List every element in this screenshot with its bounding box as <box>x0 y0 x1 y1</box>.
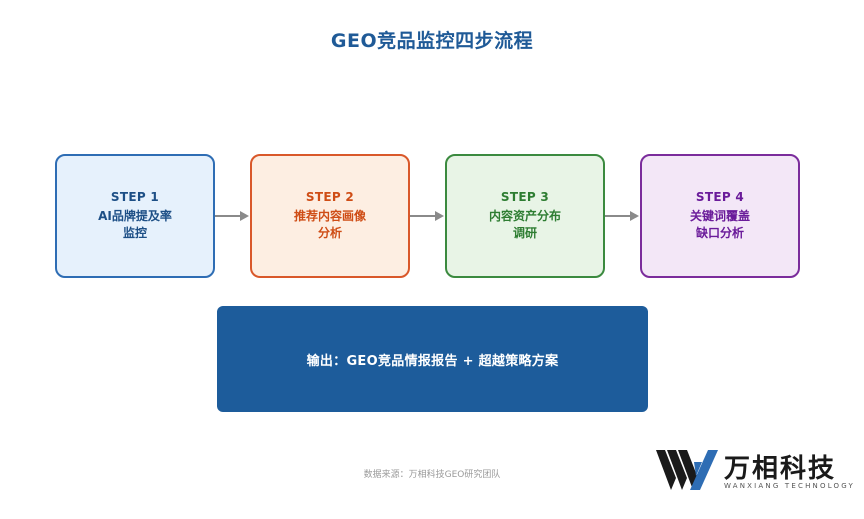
step-1-label-line1: AI品牌提及率 <box>98 209 172 223</box>
step-1-number: STEP 1 <box>110 190 160 204</box>
wanxiang-logo-icon <box>656 450 718 490</box>
step-3-number: STEP 3 <box>500 190 550 204</box>
step-4-label-line2: 缺口分析 <box>695 226 744 240</box>
step-2-label-line2: 分析 <box>317 226 342 240</box>
step-4-number: STEP 4 <box>695 190 745 204</box>
arrow-right-icon <box>215 211 249 221</box>
data-source-note: 数据来源：万相科技GEO研究团队 <box>363 470 501 480</box>
step-2-number: STEP 2 <box>305 190 355 204</box>
step-1-label-line2: 监控 <box>122 226 147 240</box>
step-4-box: STEP 4 关键词覆盖 缺口分析 <box>640 154 800 278</box>
step-2-box: STEP 2 推荐内容画像 分析 <box>250 154 410 278</box>
arrow-right-icon <box>410 211 444 221</box>
page-title: GEO竞品监控四步流程 <box>330 30 534 52</box>
step-2-label-line1: 推荐内容画像 <box>293 209 366 223</box>
step-4-label-line1: 关键词覆盖 <box>689 209 750 223</box>
brand-name: 万相科技 <box>724 454 837 484</box>
step-3-box: STEP 3 内容资产分布 调研 <box>445 154 605 278</box>
step-1-box: STEP 1 AI品牌提及率 监控 <box>55 154 215 278</box>
step-3-label-line1: 内容资产分布 <box>488 209 561 223</box>
arrow-right-icon <box>605 211 639 221</box>
brand-subtitle: WANXIANG TECHNOLOGY <box>724 482 856 490</box>
brand-logo: 万相科技 WANXIANG TECHNOLOGY <box>656 446 853 496</box>
output-box: 输出：GEO竞品情报报告 + 超越策略方案 <box>217 306 648 412</box>
step-3-label-line2: 调研 <box>512 226 537 240</box>
